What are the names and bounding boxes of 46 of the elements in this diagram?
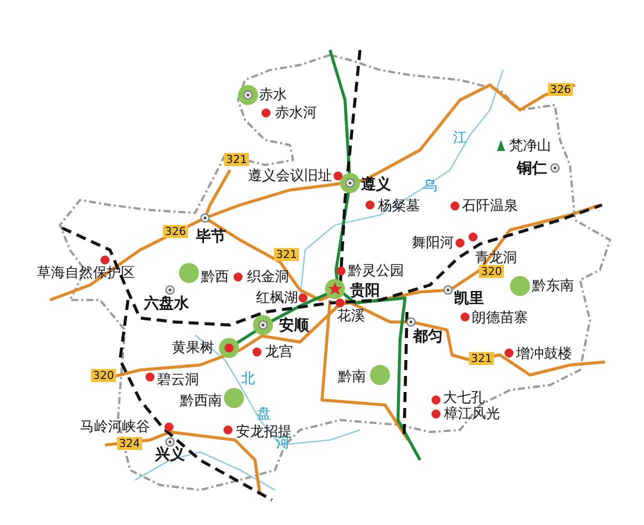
place-name: 黄果树 (172, 340, 214, 356)
place-name: 黔南 (338, 369, 366, 385)
city-name: 毕节 (196, 228, 226, 244)
river-name: 乌 (423, 178, 437, 194)
city-name: 六盘水 (144, 295, 189, 311)
place-name: 黔灵公园 (348, 263, 404, 279)
river-name: 河 (276, 435, 290, 451)
place-name: 遵义会议旧址 (248, 168, 332, 184)
place-name: 青龙洞 (475, 250, 517, 266)
place-name: 增冲鼓楼 (516, 346, 572, 362)
route-number: 320 (91, 369, 116, 382)
place-name: 马岭河峡谷 (80, 419, 150, 435)
place-name: 石阡温泉 (462, 198, 518, 214)
place-name: 红枫湖 (256, 290, 298, 306)
route-number: 324 (117, 437, 142, 450)
place-name: 朗德苗寨 (472, 310, 528, 326)
place-name: 织金洞 (247, 269, 289, 285)
place-name: 赤水河 (275, 105, 317, 121)
route-number: 326 (163, 225, 188, 238)
city-name: 贵阳 (350, 282, 380, 298)
city-name: 铜仁 (517, 160, 547, 176)
city-name: 遵义 (361, 176, 391, 192)
place-name: 龙宫 (265, 344, 293, 360)
river-name: 江 (453, 130, 467, 146)
route-number: 321 (274, 248, 299, 261)
place-name: 大七孔 (443, 390, 485, 406)
place-name: 碧云洞 (157, 372, 199, 388)
city-name: 兴义 (155, 446, 185, 462)
place-name: 杨粲墓 (378, 198, 420, 214)
place-name: 舞阳河 (412, 235, 454, 251)
place-name: 黔西南 (180, 393, 222, 409)
city-name: 都匀 (413, 328, 443, 344)
route-number: 321 (224, 153, 249, 166)
place-name: 花溪 (337, 308, 365, 324)
river-name: 盘 (257, 406, 271, 422)
route-number: 320 (479, 265, 504, 278)
place-name: 樟江风光 (444, 406, 500, 422)
city-name: 安顺 (279, 317, 309, 333)
route-number: 321 (469, 352, 494, 365)
place-name: 黔东南 (532, 278, 574, 294)
place-name: 梵净山 (509, 138, 551, 154)
city-name: 凯里 (454, 290, 484, 306)
place-name: 赤水 (259, 87, 287, 103)
river-name: 北 (241, 371, 255, 387)
route-number: 326 (548, 83, 573, 96)
place-name: 黔西 (201, 269, 229, 285)
